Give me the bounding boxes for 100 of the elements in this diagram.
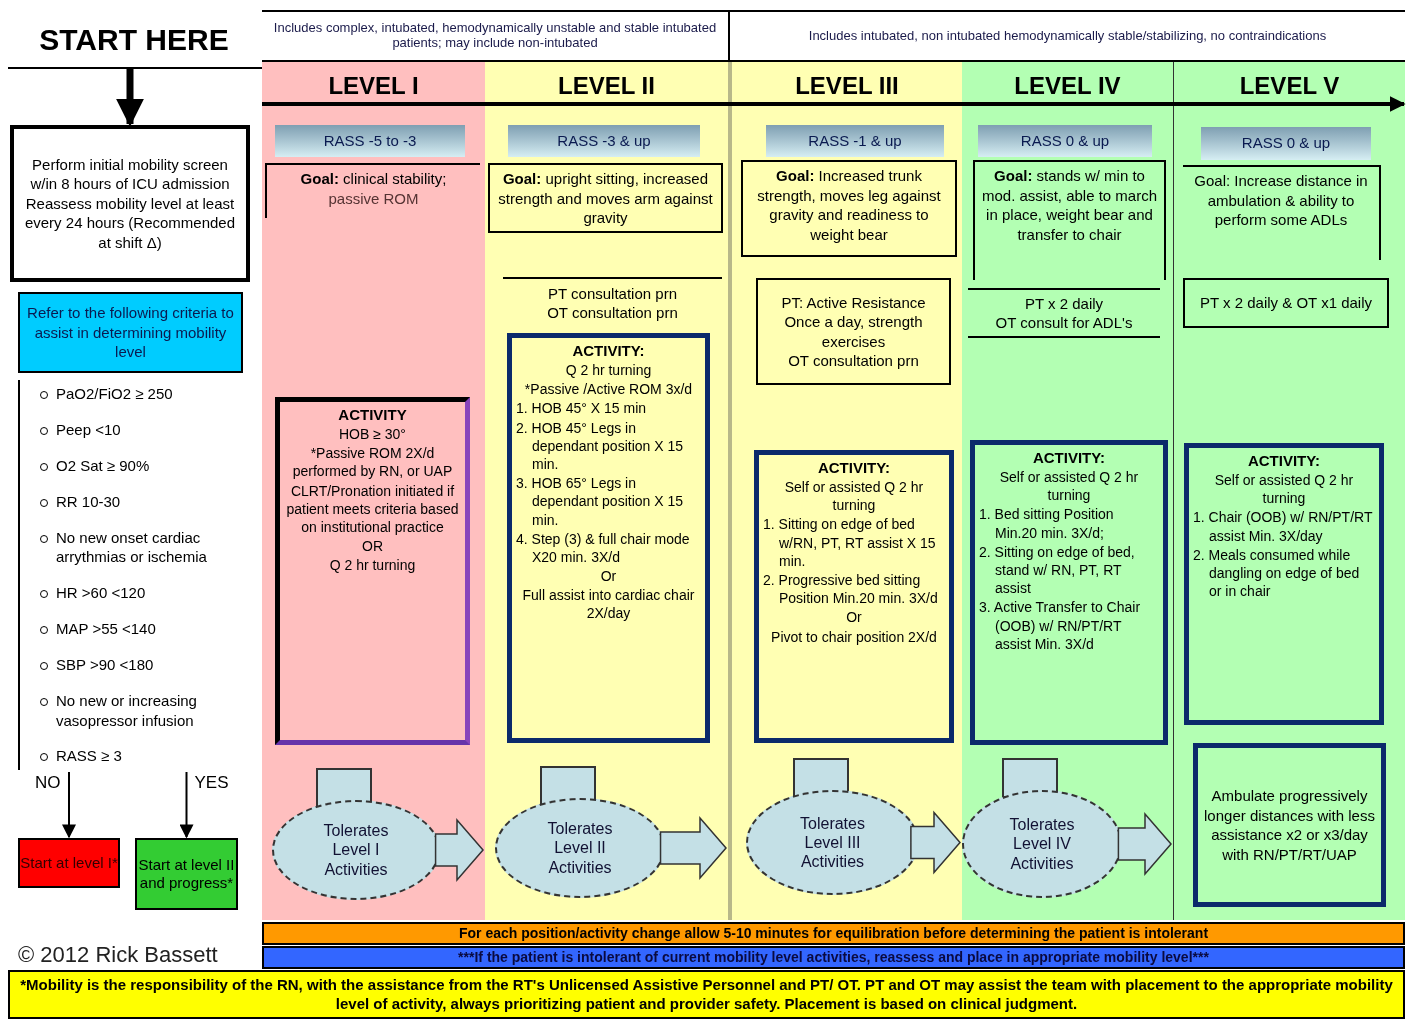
therapy-text: PT x 2 daily & OT x1 daily xyxy=(1199,293,1373,313)
criterion-item: No new or increasing vasopressor infusion xyxy=(40,691,258,730)
level-column xyxy=(728,62,962,920)
goal-box xyxy=(488,163,723,233)
level-column xyxy=(1173,62,1405,920)
start-level-box xyxy=(18,838,120,888)
goal-text: passive ROM xyxy=(327,188,420,208)
header-cell xyxy=(262,10,730,62)
goal-box xyxy=(973,160,1166,280)
arrow xyxy=(116,68,144,127)
note-band xyxy=(262,922,1405,945)
activity-step: 1. Sitting on edge of bed w/RN, PT, RT assist X 15 min. xyxy=(763,515,945,570)
activity-step: Self or assisted Q 2 hr turning xyxy=(979,468,1159,505)
rass-range: RASS -1 & up xyxy=(807,130,903,151)
header-note: Includes intubated, non intubated hemodynamically stable/stabilizing, no contraindications xyxy=(807,28,1328,44)
start-level-box xyxy=(135,838,238,910)
block-arrow xyxy=(434,818,484,882)
activity-box xyxy=(970,440,1168,745)
edge-label: YES xyxy=(194,774,229,791)
activity-step: *Passive /Active ROM 3x/d xyxy=(516,380,701,399)
header-cell xyxy=(730,10,1405,62)
arrow xyxy=(62,771,76,839)
activity-step: HOB ≥ 30° xyxy=(284,425,461,444)
therapy-text: OT consultation prn xyxy=(546,303,679,323)
start-heading: START HERE xyxy=(8,12,260,66)
therapy-box xyxy=(968,288,1160,338)
start-level-text: Start at level II and progress* xyxy=(137,856,236,892)
activity-step: 1. Bed sitting Position Min.20 min. 3X/d; xyxy=(979,505,1159,542)
goal-text: Goal: Increase distance in ambulation & ability to perform some ADLs xyxy=(1193,171,1369,230)
activity-box xyxy=(507,333,710,743)
instruction-text: Reassess mobility level at least every 24 hours (Recommended at shift Δ) xyxy=(23,193,237,253)
criterion-item: O2 Sat ≥ 90% xyxy=(40,455,258,476)
activity-box xyxy=(754,450,954,743)
therapy-text: PT: Active Resistance Once a day, strength exercises xyxy=(780,292,927,351)
tolerance-text: Tolerates Level IV Activities xyxy=(1008,815,1076,873)
activity-step: Or xyxy=(763,608,945,627)
activity-step: Self or assisted Q 2 hr turning xyxy=(1193,471,1375,508)
activity-step: Q 2 hr turning xyxy=(516,361,701,380)
activity-step: Q 2 hr turning xyxy=(284,556,461,575)
block-arrow xyxy=(910,810,961,875)
activity-step: Pivot to chair position 2X/d xyxy=(763,627,945,646)
tolerance-text: Tolerates Level II Activities xyxy=(546,819,614,877)
tolerance-text: Tolerates Level I Activities xyxy=(322,821,390,879)
criterion-item: RASS ≥ 3 xyxy=(40,746,258,766)
level-heading: LEVEL V xyxy=(1238,71,1341,101)
therapy-box xyxy=(756,278,951,385)
copyright-text: © 2012 Rick Bassett xyxy=(18,941,218,969)
criterion-item: PaO2/FiO2 ≥ 250 xyxy=(40,384,258,404)
level-heading: LEVEL II xyxy=(557,71,656,101)
level-column xyxy=(962,62,1173,920)
activity-step: 1. Chair (OOB) w/ RN/PT/RT assist Min. 3X/day xyxy=(1193,508,1375,545)
block-arrow xyxy=(659,816,727,880)
instruction-box xyxy=(10,125,250,282)
activity-heading: ACTIVITY: xyxy=(571,342,646,360)
therapy-box xyxy=(1183,278,1389,328)
rass-range: RASS 0 & up xyxy=(1240,133,1332,154)
activity-step: 2. Progressive bed sitting Position Min.20 min. 3X/d xyxy=(763,570,945,608)
therapy-text: PT consultation prn xyxy=(547,283,678,303)
criterion-item: RR 10-30 xyxy=(40,491,258,512)
level-column xyxy=(485,62,728,920)
therapy-text: OT consultation prn xyxy=(787,351,920,371)
rass-bar xyxy=(275,125,465,157)
activity-step: 2. Sitting on edge of bed, stand w/ RN, PT, RT assist xyxy=(979,542,1159,598)
activity-step: 3. Active Transfer to Chair (OOB) w/ RN/PT/RT assist Min. 3X/d xyxy=(979,598,1159,653)
note-text: For each position/activity change allow 5-10 minutes for equilibration before determining the patient is intolerant xyxy=(457,925,1210,942)
rass-bar xyxy=(508,125,700,157)
goal-text: Goal: upright sitting, increased strength and moves arm against gravity xyxy=(497,169,714,228)
level-heading: LEVEL IV xyxy=(1013,71,1122,101)
activity-step: 1. HOB 45° X 15 min xyxy=(516,399,701,418)
activity-step: *Passive ROM 2X/d performed by RN, or UAP xyxy=(284,444,461,481)
activity-step: Self or assisted Q 2 hr turning xyxy=(763,478,945,515)
activity-step: OR xyxy=(284,537,461,556)
goal-text: Goal: stands w/ min to mod. assist, able to march in place, weight bear and transfer to chair xyxy=(980,166,1159,244)
therapy-text: PT x 2 daily xyxy=(1023,293,1105,313)
criterion-item: HR >60 <120 xyxy=(40,583,258,603)
header-note: Includes complex, intubated, hemodynamically unstable and stable intubated patients; may include non-intubated xyxy=(272,21,718,51)
goal-text: Goal: Increased trunk strength, moves leg against gravity and readiness to weight bear xyxy=(756,166,942,244)
goal-box xyxy=(265,163,480,218)
activity-step: Full assist into cardiac chair 2X/day xyxy=(516,586,701,623)
therapy-text: OT consult for ADL's xyxy=(994,313,1134,333)
note-band xyxy=(8,970,1405,1019)
activity-step: 3. HOB 65° Legs in dependant position X 15 min. xyxy=(516,474,701,529)
progression-arrow xyxy=(262,96,1406,112)
goal-box xyxy=(741,160,957,257)
level-heading: LEVEL III xyxy=(794,71,900,101)
ambulation-text: Ambulate progressively longer distances with less assistance x2 or x3/day with RN/PT/RT/UAP xyxy=(1203,786,1376,864)
goal-box xyxy=(1183,165,1381,260)
instruction-text: Refer to the following criteria to assist in determining mobility level xyxy=(26,303,235,362)
activity-box xyxy=(1184,443,1384,725)
activity-step: Or xyxy=(516,567,701,586)
level-column xyxy=(262,62,485,920)
activity-box xyxy=(275,397,470,745)
block-arrow xyxy=(1117,812,1172,876)
criterion-item: No new onset cardiac arrythmias or ischemia xyxy=(40,527,258,567)
tolerance-text: Tolerates Level III Activities xyxy=(799,813,866,872)
activity-step: 2. Meals consumed while dangling on edge of bed or in chair xyxy=(1193,545,1375,601)
instruction-box xyxy=(18,292,243,373)
criterion-item: SBP >90 <180 xyxy=(40,655,258,675)
activity-heading: ACTIVITY: xyxy=(1031,449,1107,467)
instruction-text: Perform initial mobility screen w/in 8 hours of ICU admission xyxy=(29,154,231,194)
